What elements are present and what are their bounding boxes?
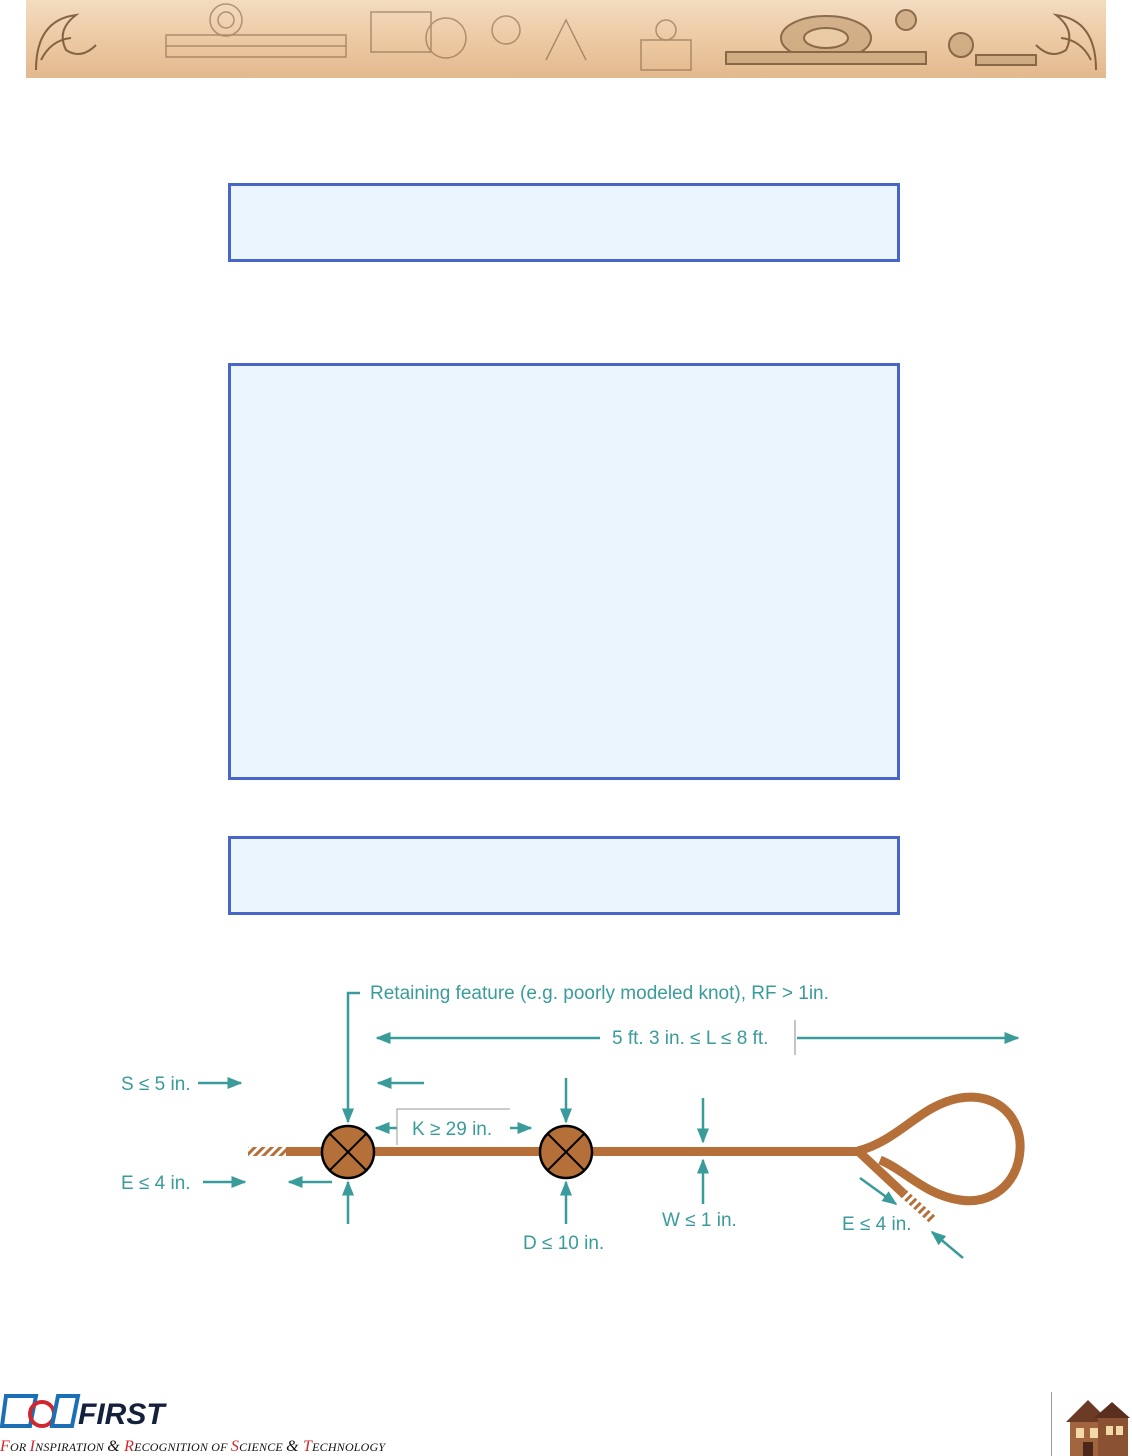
first-logo-text: FIRST — [78, 1398, 167, 1431]
label-knot-spacing: K ≥ 29 in. — [412, 1119, 492, 1140]
knot-right — [538, 1124, 594, 1180]
first-logo-mark-icon — [0, 1394, 81, 1428]
tagline-s: S — [230, 1438, 240, 1455]
tagline-t: T — [303, 1438, 313, 1455]
label-end-left: E ≤ 4 in. — [121, 1173, 191, 1194]
tagline-amp-1: & — [107, 1438, 125, 1455]
footer-tagline: FOR INSPIRATION & RECOGNITION OF SCIENCE… — [0, 1438, 385, 1456]
tagline-of: OF — [211, 1440, 231, 1454]
tagline-r: R — [124, 1438, 135, 1455]
footer-divider — [1051, 1392, 1052, 1456]
header-banner — [26, 0, 1106, 78]
tagline-i: I — [29, 1438, 36, 1455]
note-box-2 — [228, 363, 900, 780]
label-diameter: D ≤ 10 in. — [523, 1233, 604, 1254]
steampunk-banner-art — [35, 3, 1097, 71]
rope-dimension-diagram: Retaining feature (e.g. poorly modeled k… — [121, 983, 1025, 1259]
tagline-or: OR — [9, 1440, 30, 1454]
tagline-f: F — [0, 1438, 10, 1455]
first-logo: FIRST — [0, 1394, 167, 1431]
tagline-cience: CIENCE — [239, 1440, 287, 1454]
dimension-arrows — [198, 991, 1020, 1259]
rope-loop — [856, 1092, 1025, 1206]
label-length: 5 ft. 3 in. ≤ L ≤ 8 ft. — [612, 1028, 768, 1049]
note-box-1 — [228, 183, 900, 262]
tagline-nspiration: NSPIRATION — [35, 1440, 108, 1454]
rope-tail — [854, 1147, 909, 1199]
victorian-house-icon — [1066, 1400, 1130, 1456]
tagline-ecognition: ECOGNITION — [134, 1440, 212, 1454]
note-box-3 — [228, 836, 900, 915]
rope-end-left — [248, 1147, 288, 1156]
label-end-right: E ≤ 4 in. — [842, 1214, 912, 1235]
tagline-echnology: ECHNOLOGY — [312, 1440, 386, 1454]
label-width: W ≤ 1 in. — [662, 1210, 737, 1231]
label-spacing: S ≤ 5 in. — [121, 1074, 191, 1095]
knot-left — [320, 1124, 376, 1180]
label-retaining-feature: Retaining feature (e.g. poorly modeled k… — [370, 983, 829, 1004]
rope-end-right — [899, 1189, 937, 1224]
tagline-amp-2: & — [286, 1438, 304, 1455]
